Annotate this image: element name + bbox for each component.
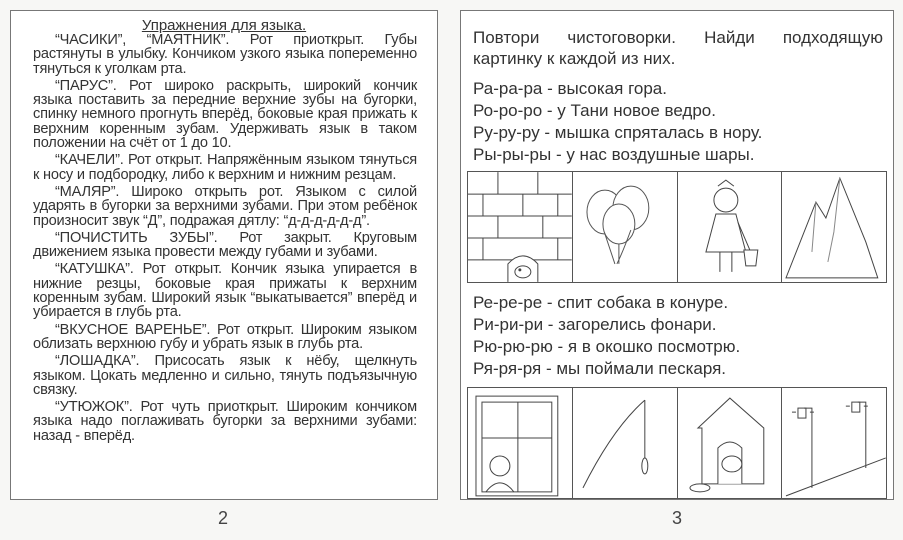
tongue-twister: Ре-ре-ре - спит собака в конуре.	[473, 293, 729, 312]
exercise-paragraph: “ЛОШАДКА”. Присосать язык к нёбу, щелкну…	[33, 353, 417, 398]
exercise-paragraph: “ВКУСНОЕ ВАРЕНЬЕ”. Рот открыт. Широким я…	[33, 321, 417, 352]
exercise-paragraph: “КАТУШКА”. Рот открыт. Кончик языка упир…	[33, 261, 417, 321]
tongue-twister: Ры-ры-ры - у нас воздушные шары.	[473, 145, 755, 164]
balloons-picture	[573, 172, 678, 282]
fishing-rod-picture	[573, 388, 678, 498]
exercise-paragraph: “КАЧЕЛИ”. Рот открыт. Напряжённым языком…	[33, 152, 417, 183]
tongue-twister: Ря-ря-ря - мы поймали пескаря.	[473, 359, 727, 378]
street-lamps-picture	[782, 388, 886, 498]
picture-strip-2	[467, 387, 887, 499]
right-page-frame: Повтори чистоговорки. Найди подходящую к…	[460, 10, 894, 500]
tongue-twister: Ро-ро-ро - у Тани новое ведро.	[473, 101, 716, 120]
mouse-hole-wall-picture	[468, 172, 573, 282]
exercises-title: Упражнения для языка.	[141, 17, 307, 34]
boy-in-window-picture	[468, 388, 573, 498]
exercise-paragraph: “МАЛЯР”. Широко открыть рот. Языком с си…	[33, 183, 417, 229]
page-number-left: 2	[218, 508, 229, 528]
dog-in-kennel-picture	[678, 388, 783, 498]
instructions: Повтори чистоговорки. Найди подходящую к…	[473, 28, 883, 68]
tongue-twister: Ри-ри-ри - загорелись фонари.	[473, 315, 717, 334]
mountains-picture	[782, 172, 886, 282]
exercise-paragraph: “ПОЧИСТИТЬ ЗУБЫ”. Рот закрыт. Круговым д…	[33, 229, 417, 261]
exercise-paragraph: “ЧАСИКИ”, “МАЯТНИК”. Рот приоткрыт. Губы…	[33, 32, 417, 77]
exercise-paragraph: “УТЮЖОК”. Рот чуть приоткрыт. Широким ко…	[33, 399, 417, 444]
page-number-right: 3	[672, 508, 683, 528]
left-page-frame: Упражнения для языка. “ЧАСИКИ”, “МАЯТНИК…	[10, 10, 438, 500]
picture-strip-1	[467, 171, 887, 283]
tongue-twister: Рю-рю-рю - я в окошко посмотрю.	[473, 337, 741, 356]
tongue-twister: Ра-ра-ра - высокая гора.	[473, 79, 667, 98]
tongue-twister: Ру-ру-ру - мышка спряталась в нору.	[473, 123, 763, 142]
girl-with-bucket-picture	[678, 172, 783, 282]
exercise-paragraph: “ПАРУС”. Рот широко раскрыть, широкий ко…	[33, 77, 417, 152]
